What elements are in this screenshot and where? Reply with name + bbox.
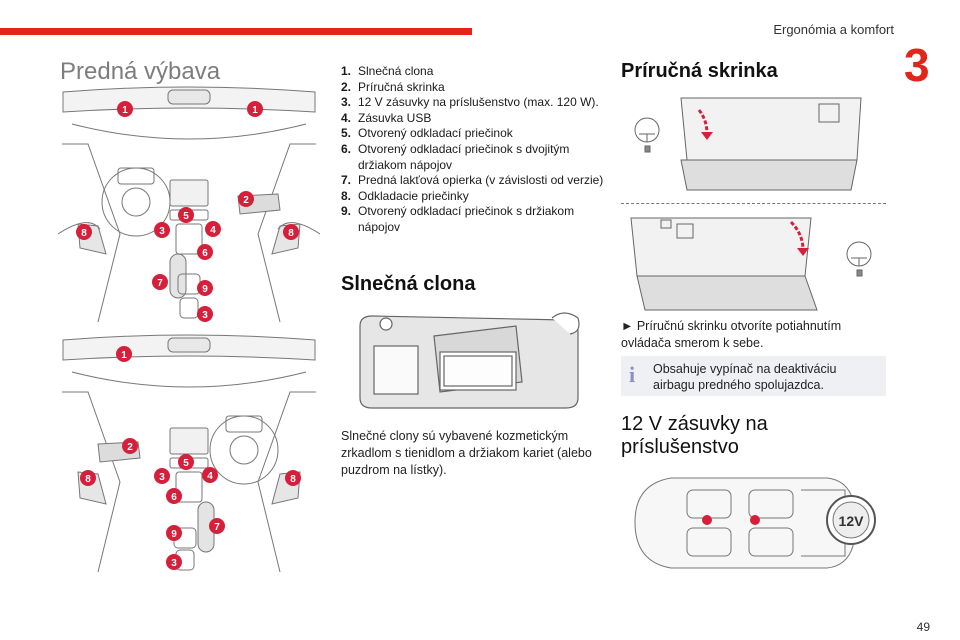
list-item: 5.Otvorený odkladací priečinok: [341, 126, 513, 141]
marker-5: 5: [183, 458, 189, 469]
marker-7: 7: [157, 278, 163, 289]
marker-8b: 8: [288, 228, 294, 239]
page-title: Predná výbava: [60, 58, 221, 85]
list-item: 4.Zásuvka USB: [341, 110, 432, 125]
equipment-list: 1.Slnečná clona 2.Príručná skrinka 3.12 …: [341, 64, 609, 236]
marker-9: 9: [171, 529, 177, 540]
socket-badge: 12V: [839, 513, 865, 529]
dashboard-diagram-lhd: 1 1 2 5 3 4 6 8 8 7 9 3: [58, 84, 320, 324]
marker-3b: 3: [171, 558, 177, 569]
marker-2: 2: [127, 442, 133, 453]
page-number: 49: [916, 620, 930, 634]
marker-2: 2: [243, 195, 249, 206]
marker-9: 9: [202, 284, 208, 295]
marker-8a: 8: [81, 228, 87, 239]
info-icon: i: [629, 362, 636, 387]
sun-visor-text: Slnečné clony sú vybavené kozmetickým zr…: [341, 429, 592, 477]
list-item: 7.Predná lakťová opierka (v závislosti o…: [341, 173, 604, 188]
marker-6: 6: [171, 492, 177, 503]
glovebox-title: Príručná skrinka: [621, 60, 778, 82]
marker-1: 1: [121, 350, 127, 361]
list-item: 3.12 V zásuvky na príslušenstvo (max. 12…: [341, 95, 599, 110]
airbag-info-text: Obsahuje vypínač na deaktiváciu airbagu …: [653, 362, 837, 392]
section-header: Ergonómia a komfort: [773, 22, 894, 37]
list-item: 1.Slnečná clona: [341, 64, 434, 78]
marker-1b: 1: [252, 105, 258, 116]
marker-3b: 3: [202, 310, 208, 321]
marker-3a: 3: [159, 472, 165, 483]
top-accent-bar: [0, 28, 472, 35]
sun-visor-title: Slnečná clona: [341, 273, 476, 295]
list-item: 6.Otvorený odkladací priečinok s dvojitý…: [341, 141, 570, 172]
marker-8a: 8: [85, 474, 91, 485]
chapter-number: 3: [904, 39, 930, 91]
sun-visor-illustration: [356, 312, 586, 417]
airbag-info-box: i Obsahuje vypínač na deaktiváciu airbag…: [621, 356, 886, 396]
sockets-title: 12 V zásuvky na príslušenstvo: [621, 413, 768, 458]
glovebox-instruction: ► Príručnú skrinku otvoríte potiahnutím …: [621, 319, 842, 350]
marker-6: 6: [202, 248, 208, 259]
illustration-divider: [621, 203, 886, 204]
glovebox-illustration-bottom: [621, 210, 886, 319]
marker-4: 4: [210, 225, 216, 236]
sockets-illustration: 12V: [631, 470, 891, 579]
marker-7: 7: [214, 522, 220, 533]
marker-5: 5: [183, 211, 189, 222]
list-item: 8.Odkladacie priečinky: [341, 188, 469, 203]
marker-8b: 8: [290, 474, 296, 485]
marker-3a: 3: [159, 226, 165, 237]
marker-1a: 1: [122, 105, 128, 116]
glovebox-illustration-top: [621, 90, 886, 203]
marker-4: 4: [207, 471, 213, 482]
list-item: 9.Otvorený odkladací priečinok s držiako…: [341, 204, 575, 234]
dashboard-diagram-rhd: 1 2 5 3 4 8 8 6 7 9 3: [58, 332, 320, 574]
list-item: 2.Príručná skrinka: [341, 79, 445, 94]
